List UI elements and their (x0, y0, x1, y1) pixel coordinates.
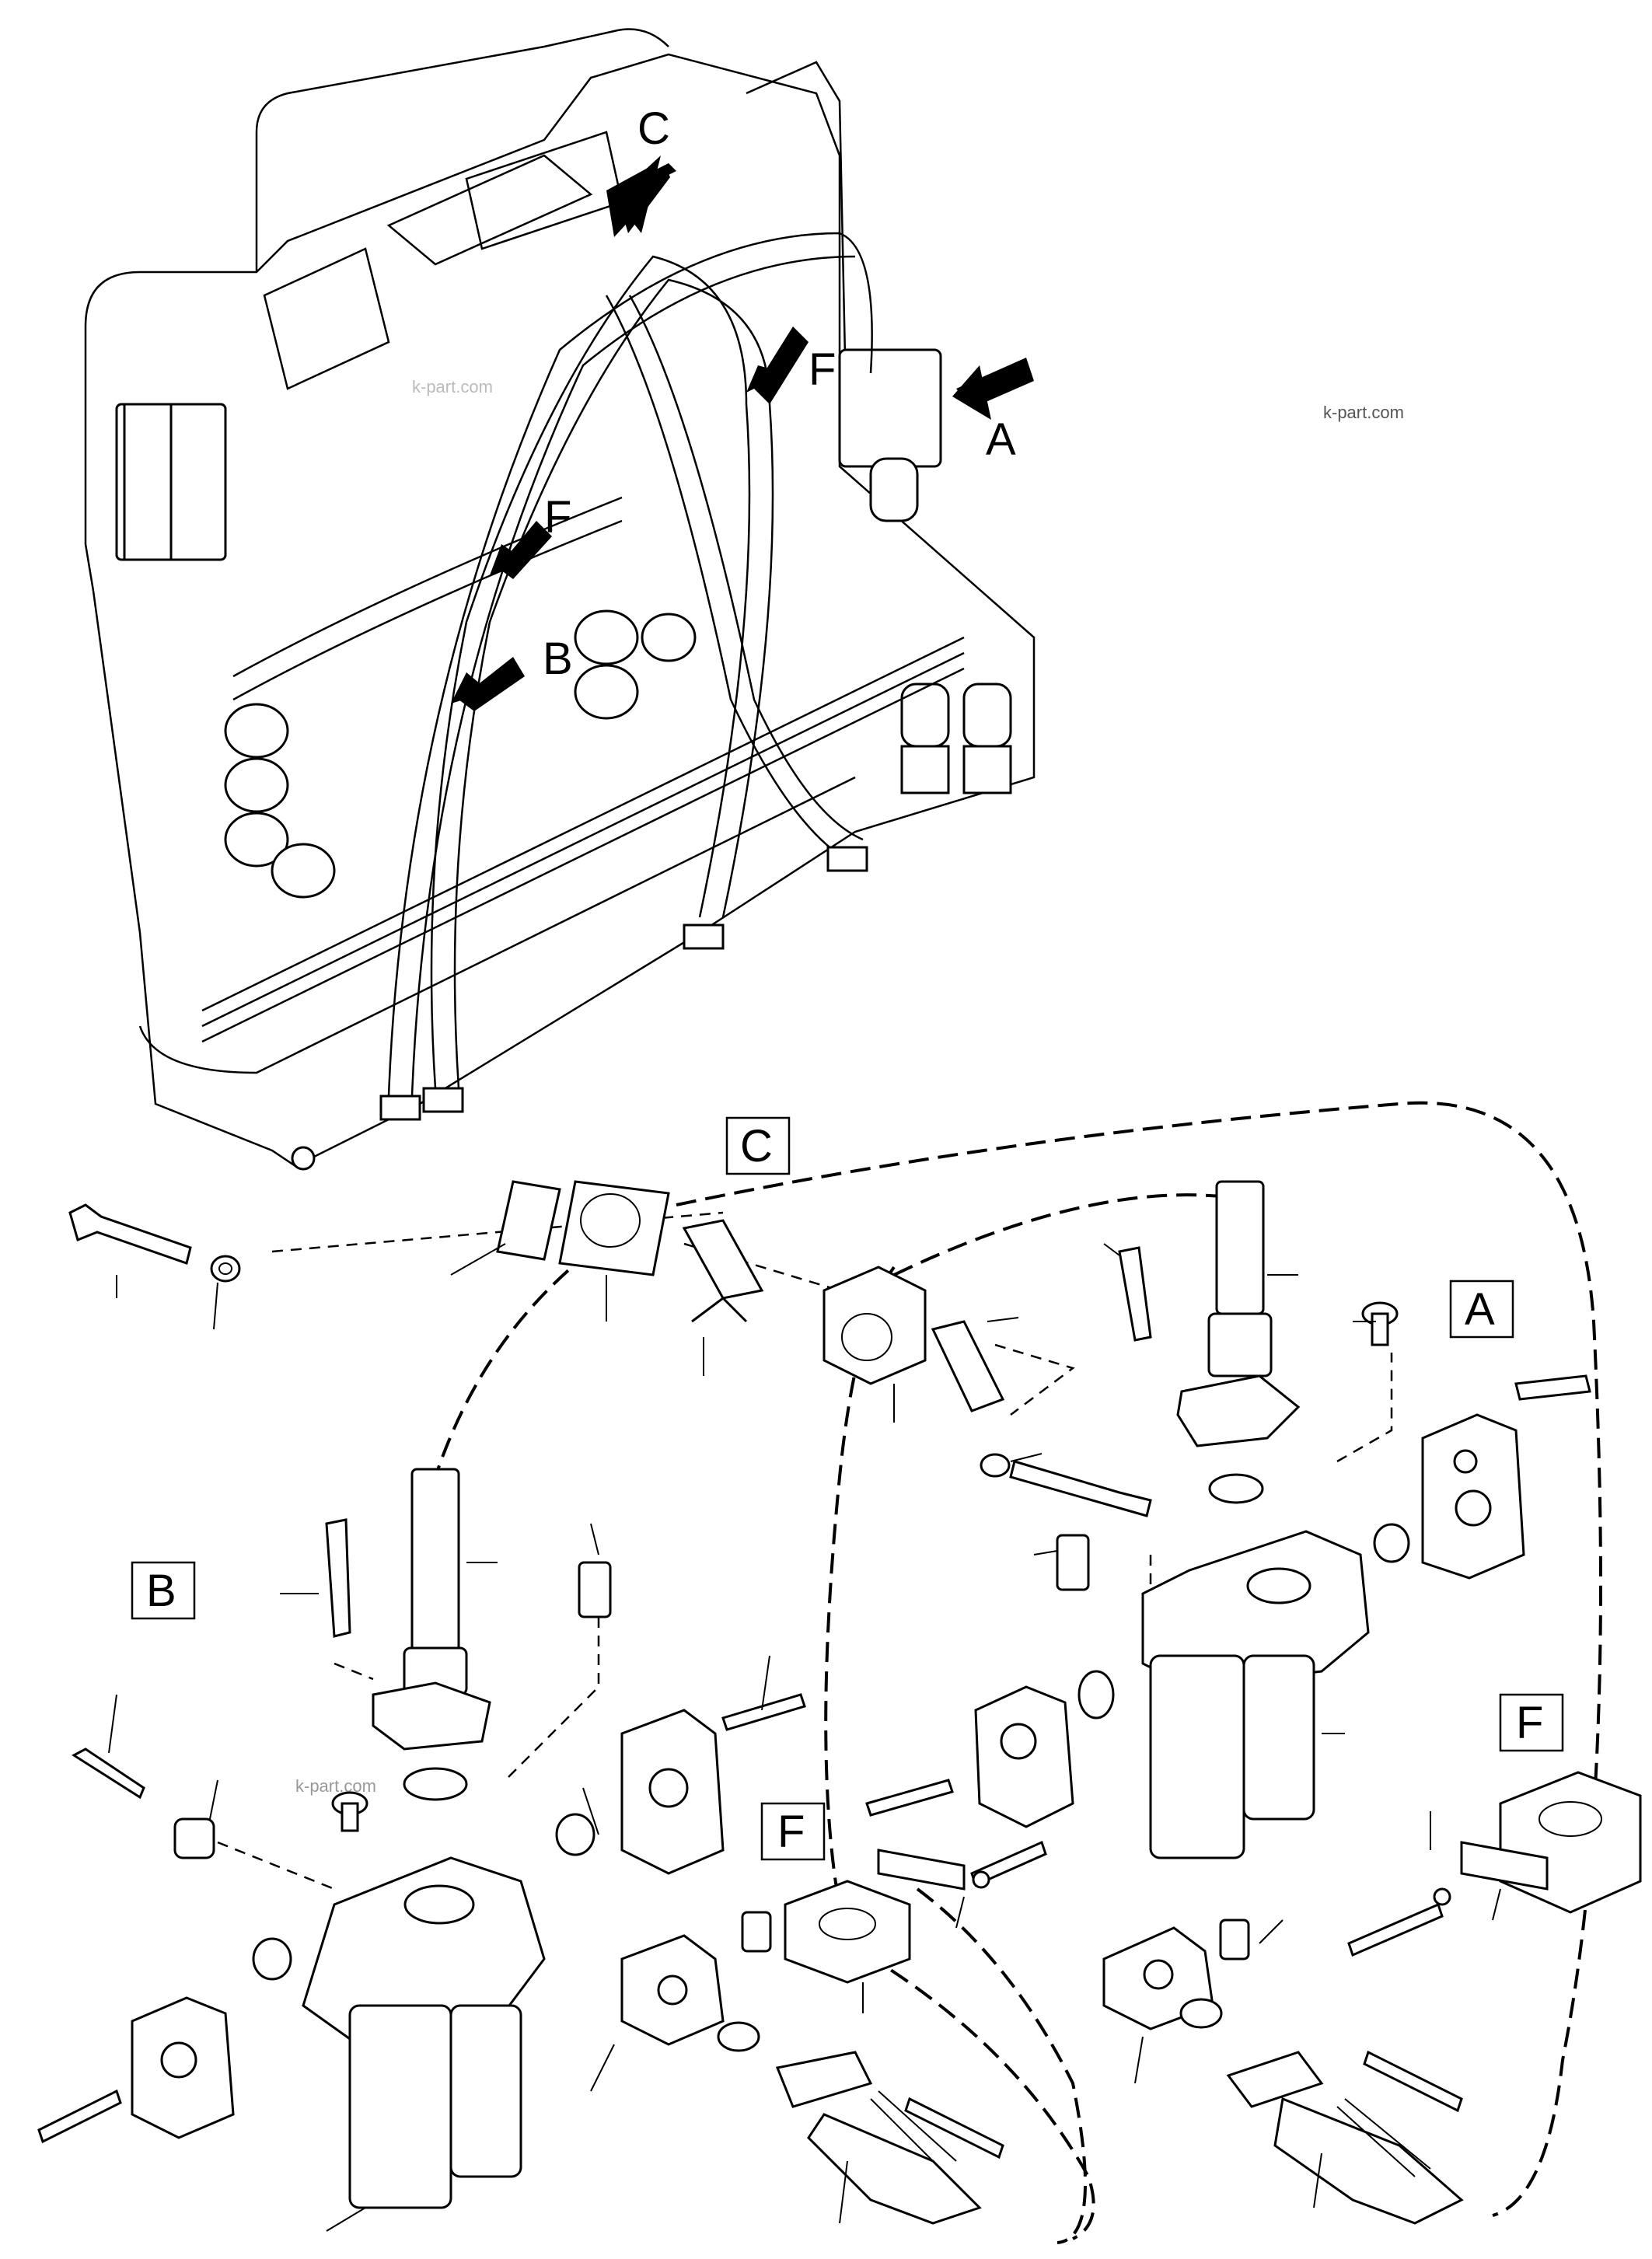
detail-f-left-assembly (590, 1840, 1047, 2225)
detail-box-c: C (725, 1116, 791, 1175)
detail-box-f-right: F (1499, 1693, 1564, 1752)
detail-box-a-label: A (1465, 1284, 1495, 1335)
detail-box-a: A (1449, 1280, 1514, 1339)
detail-a-assembly (865, 1180, 1591, 1859)
detail-box-f-left: F (760, 1802, 826, 1861)
view-label-f-upper: F (809, 344, 836, 395)
view-label-c: C (637, 103, 670, 154)
view-label-a: A (986, 414, 1016, 465)
view-arrows (451, 155, 1034, 711)
detail-box-b-label: B (146, 1566, 176, 1616)
detail-box-f-right-label: F (1516, 1698, 1543, 1748)
watermark-faint: k-part.com (412, 377, 493, 396)
view-label-b: B (543, 634, 573, 684)
detail-c-parts (68, 1180, 1019, 1423)
watermark: k-part.com (1323, 403, 1404, 422)
machine-assembly (84, 28, 1036, 1171)
watermark-lower: k-part.com (295, 1776, 376, 1796)
detail-box-b: B (131, 1561, 196, 1620)
detail-box-f-left-label: F (777, 1807, 805, 1857)
detail-f-right-assembly (1102, 1771, 1642, 2225)
detail-box-c-label: C (740, 1121, 773, 1171)
view-label-f-lower: F (544, 492, 571, 543)
detail-b-assembly (37, 1468, 806, 2232)
